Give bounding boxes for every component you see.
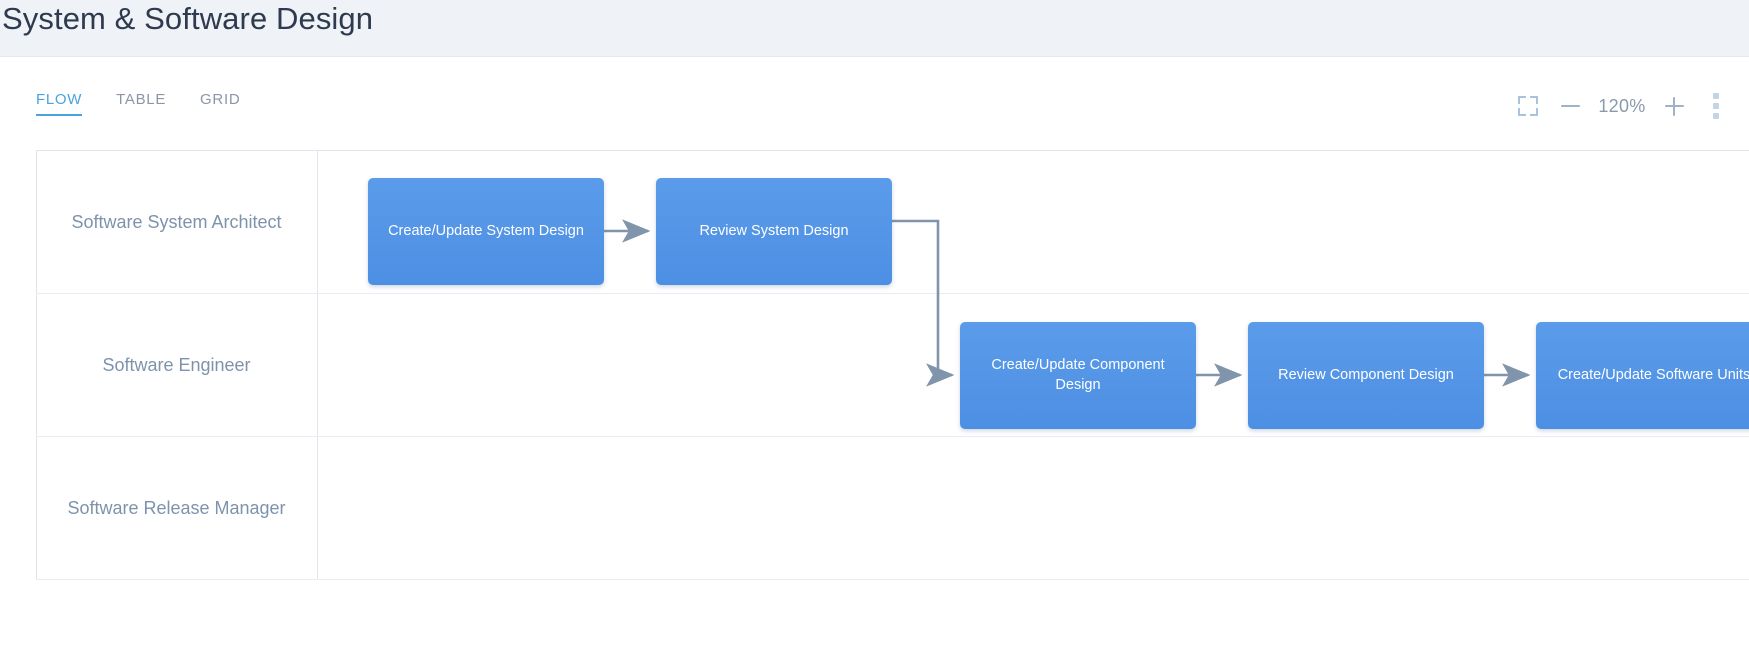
task-node-create-update-component-design[interactable]: Create/Update Component Design <box>960 322 1196 429</box>
plus-icon <box>1664 96 1684 116</box>
task-node-create-update-software-units[interactable]: Create/Update Software Units <box>1536 322 1749 429</box>
fullscreen-icon <box>1518 96 1538 116</box>
swimlane-architect: Software System Architect <box>36 150 1749 293</box>
task-node-review-system-design[interactable]: Review System Design <box>656 178 892 285</box>
lane-label-release-manager: Software Release Manager <box>36 437 318 579</box>
zoom-in-button[interactable] <box>1653 85 1695 127</box>
tab-grid[interactable]: GRID <box>200 91 241 108</box>
zoom-level-label: 120% <box>1598 95 1646 116</box>
tab-flow[interactable]: FLOW <box>36 91 83 116</box>
fullscreen-button[interactable] <box>1507 85 1549 127</box>
flow-canvas[interactable]: Software System Architect Software Engin… <box>36 150 1749 580</box>
minus-icon <box>1560 105 1580 107</box>
lane-left-border <box>36 150 37 580</box>
task-node-review-component-design[interactable]: Review Component Design <box>1248 322 1484 429</box>
horizontal-scrollbar-track[interactable] <box>0 595 1749 609</box>
swimlane-engineer: Software Engineer <box>36 293 1749 436</box>
more-options-button[interactable] <box>1695 85 1737 127</box>
page-header: System & Software Design <box>0 0 1749 57</box>
zoom-controls: 120% <box>1507 85 1737 127</box>
lane-label-architect: Software System Architect <box>36 151 318 293</box>
vertical-dots-icon <box>1713 93 1719 119</box>
view-toolbar: FLOW TABLE GRID 120% <box>0 57 1749 137</box>
tab-table[interactable]: TABLE <box>116 91 167 108</box>
lane-label-engineer: Software Engineer <box>36 294 318 436</box>
page-title: System & Software Design <box>2 1 374 36</box>
task-node-create-update-system-design[interactable]: Create/Update System Design <box>368 178 604 285</box>
swimlane-release-manager: Software Release Manager <box>36 436 1749 580</box>
zoom-out-button[interactable] <box>1549 85 1591 127</box>
view-tabs: FLOW TABLE GRID <box>36 91 274 116</box>
